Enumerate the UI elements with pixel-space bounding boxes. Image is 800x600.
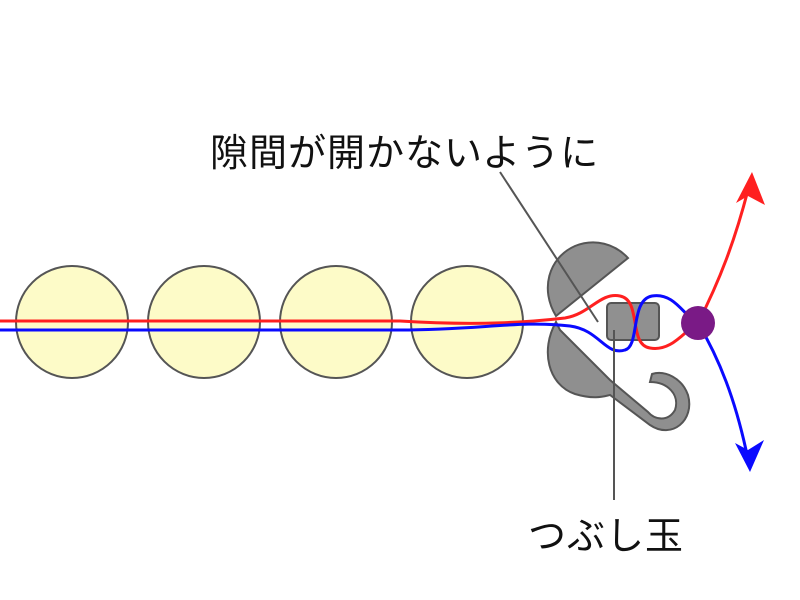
jump-ring (681, 306, 715, 340)
crimp-bead-label: つぶし玉 (528, 514, 685, 558)
red-wire (0, 189, 750, 350)
blue-wire (0, 294, 748, 451)
red-arrowhead-icon (736, 172, 765, 205)
clasp (546, 241, 691, 432)
blue-arrowhead-icon (735, 440, 764, 472)
gap-note-label: 隙間が開かないように (210, 131, 600, 175)
clasp-upper (546, 241, 630, 318)
clasp-lower-hook (546, 319, 691, 432)
gap-leader-line (499, 171, 599, 323)
